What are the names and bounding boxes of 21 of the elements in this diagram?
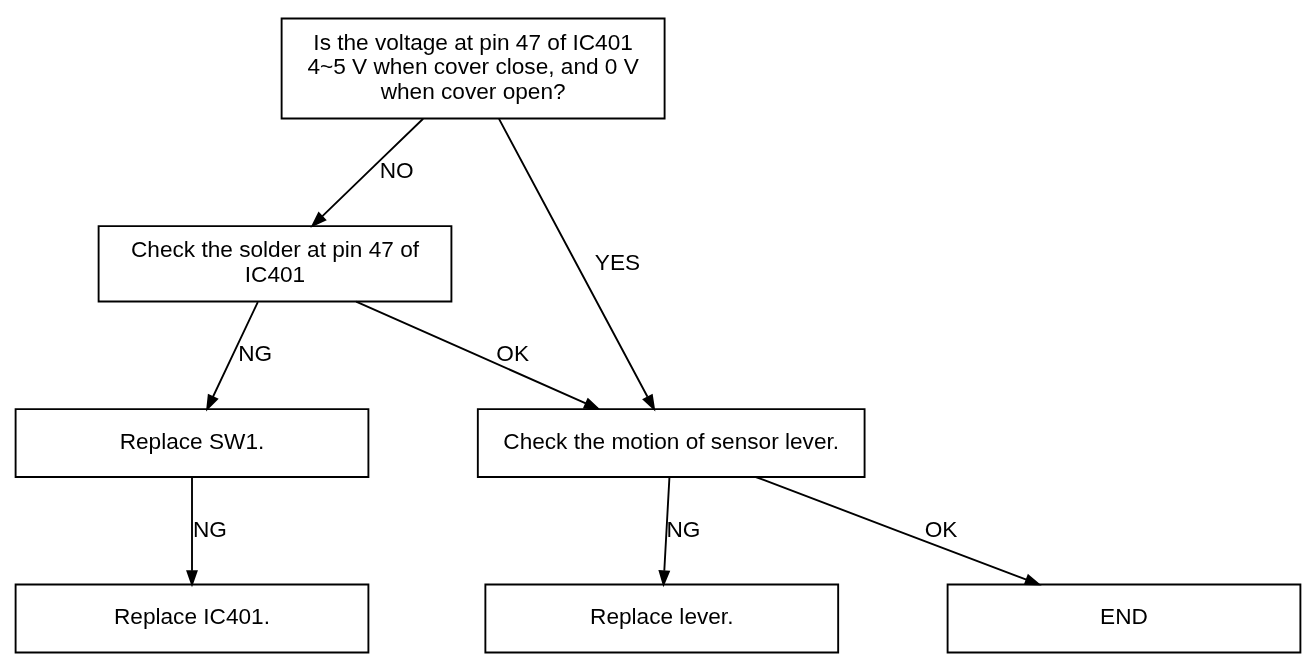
node-box: Check the solder at pin 47 of IC401 — [97, 224, 453, 302]
arrow — [658, 475, 671, 587]
node-box: Is the voltage at pin 47 of IC401 4~5 V when cover close, and 0 V when cover open? — [280, 17, 666, 119]
arrow — [754, 475, 1042, 585]
edge-label: NG — [192, 516, 227, 542]
arrow — [498, 117, 656, 412]
node-box: Replace SW1. — [14, 407, 370, 478]
node-box: Replace IC401. — [14, 583, 370, 653]
node-box: Check the motion of sensor lever. — [476, 407, 866, 478]
arrow — [206, 300, 259, 412]
arrow — [355, 300, 601, 410]
node-box: END — [946, 583, 1302, 653]
node-box: Replace lever. — [484, 583, 840, 653]
edge-label: NG — [238, 340, 273, 366]
arrow — [186, 475, 198, 587]
edge-label: NG — [666, 516, 701, 542]
arrow — [310, 117, 425, 228]
edge-label: NO — [379, 157, 414, 183]
edge-label: YES — [594, 249, 641, 275]
edge-label: OK — [496, 340, 530, 366]
edge-label: OK — [924, 516, 958, 542]
